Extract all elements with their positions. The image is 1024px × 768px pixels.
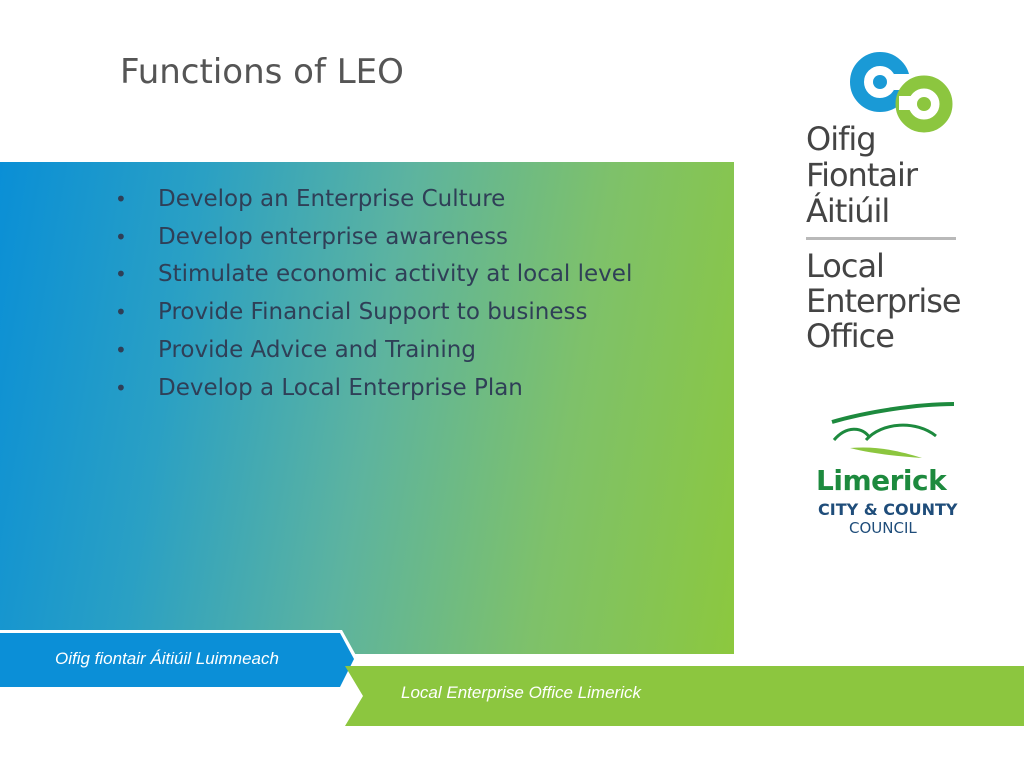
leo-irish-line-3: Áitiúil <box>806 192 890 230</box>
logo-divider <box>806 237 956 240</box>
council-city-county: CITY & COUNTY <box>818 500 958 519</box>
bullet-icon: • <box>115 187 127 211</box>
bullet-icon: • <box>115 300 127 325</box>
bullet-text: Develop a Local Enterprise Plan <box>158 374 523 401</box>
council-bridge-icon <box>831 402 955 458</box>
bullet-list: • Develop an Enterprise Culture • Develop … <box>115 181 632 407</box>
leo-irish-line-2: Fiontair <box>806 156 918 194</box>
footer-irish-text: Oifig fiontair Áitiúil Luimneach <box>55 649 279 668</box>
bullet-text: Develop enterprise awareness <box>158 223 509 250</box>
leo-irish-line-1: Oifig <box>806 120 877 158</box>
bullet-item: • Develop a Local Enterprise Plan <box>115 370 632 408</box>
leo-english-line-3: Office <box>806 317 895 355</box>
council-logo: Limerick CITY & COUNTY COUNCIL <box>812 400 972 540</box>
banner-arrow-green-shape <box>345 666 1024 726</box>
footer-banner-english: Local Enterprise Office Limerick <box>345 666 1024 726</box>
leo-english-line-1: Local <box>806 247 885 285</box>
bullet-item: • Stimulate economic activity at local le… <box>115 256 632 294</box>
bullet-text: Provide Advice and Training <box>158 336 476 363</box>
footer-english-text: Local Enterprise Office Limerick <box>401 683 641 702</box>
leo-english-line-2: Enterprise <box>806 282 962 320</box>
bullet-item: • Provide Advice and Training <box>115 332 632 370</box>
bullet-icon: • <box>115 337 127 362</box>
bullet-icon: • <box>115 224 127 249</box>
council-name: Limerick <box>816 464 947 497</box>
bullet-text: Provide Financial Support to business <box>158 299 588 326</box>
bullet-text: Stimulate economic activity at local lev… <box>158 261 633 288</box>
bullet-text: Develop an Enterprise Culture <box>158 186 506 212</box>
leo-circles-icon <box>850 52 953 133</box>
bullet-item: • Provide Financial Support to business <box>115 294 632 332</box>
council-word: COUNCIL <box>849 519 917 537</box>
bullet-item: • Develop an Enterprise Culture <box>115 181 632 219</box>
bullet-item: • Develop enterprise awareness <box>115 219 632 257</box>
slide-title: Functions of LEO <box>120 52 404 92</box>
bullet-icon: • <box>115 262 127 287</box>
bullet-icon: • <box>115 375 127 400</box>
footer-banner-irish: Oifig fiontair Áitiúil Luimneach <box>0 630 360 690</box>
banner-arrow-blue-shape <box>0 630 358 690</box>
leo-logo: Oifig Fiontair Áitiúil Local Enterprise … <box>800 48 970 354</box>
gradient-panel <box>0 162 734 654</box>
